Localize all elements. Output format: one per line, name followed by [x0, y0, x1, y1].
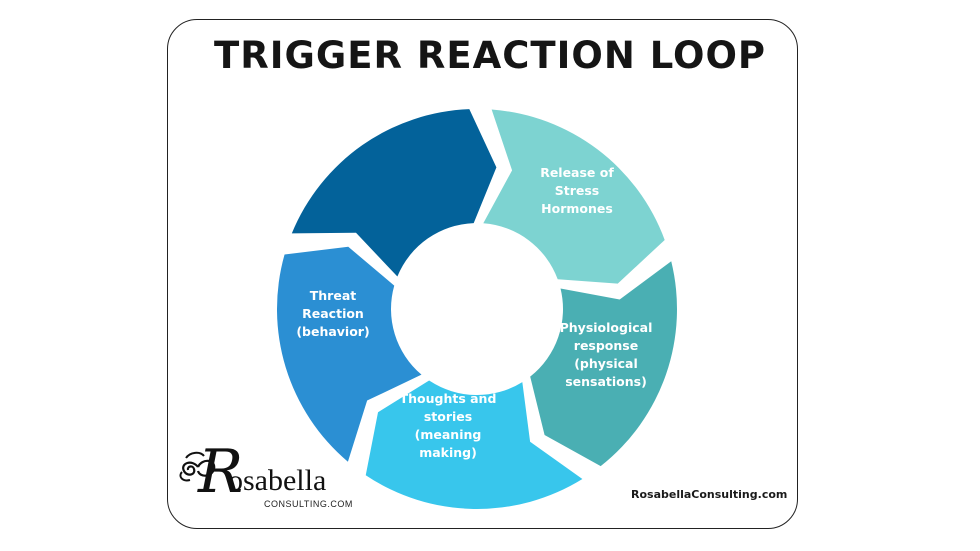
segment-threat-reaction [291, 109, 497, 277]
segment-label-line: Hormones [541, 201, 613, 216]
segment-label-line: Release of [540, 165, 614, 180]
segment-label-line: Threat [310, 288, 357, 303]
logo-initial: R [198, 437, 244, 507]
segment-label-line: sensations) [565, 374, 647, 389]
segment-label-physiological-response: Physiological response (physical sensations… [560, 320, 653, 389]
segment-thoughts-and-stories [277, 246, 422, 462]
segment-label-line: Stress [555, 183, 600, 198]
logo-subtitle: CONSULTING.COM [264, 499, 353, 509]
website-link[interactable]: RosabellaConsulting.com [631, 488, 788, 501]
segment-label-line: (behavior) [296, 324, 369, 339]
segment-label-line: (meaning [415, 427, 482, 442]
segment-label-line: Physiological [560, 320, 653, 335]
segment-label-line: making) [419, 445, 477, 460]
rosabella-logo: R osabella CONSULTING.COM [176, 437, 352, 524]
rose-icon [179, 451, 216, 482]
segment-release-of-stress-hormones [530, 261, 677, 467]
segment-trigger [483, 109, 665, 284]
segment-label-line: Reaction [302, 306, 364, 321]
segment-label-line: (physical [574, 356, 638, 371]
segment-label-thoughts-and-stories: Thoughts and stories (meaning making) [400, 391, 497, 460]
diagram-title: TRIGGER REACTION LOOP [213, 34, 767, 77]
segment-label-line: Thoughts and [400, 391, 497, 406]
segment-label-line: response [574, 338, 638, 353]
segment-label-line: stories [424, 409, 472, 424]
segment-physiological-response [365, 380, 583, 509]
logo-word: osabella [228, 464, 327, 497]
